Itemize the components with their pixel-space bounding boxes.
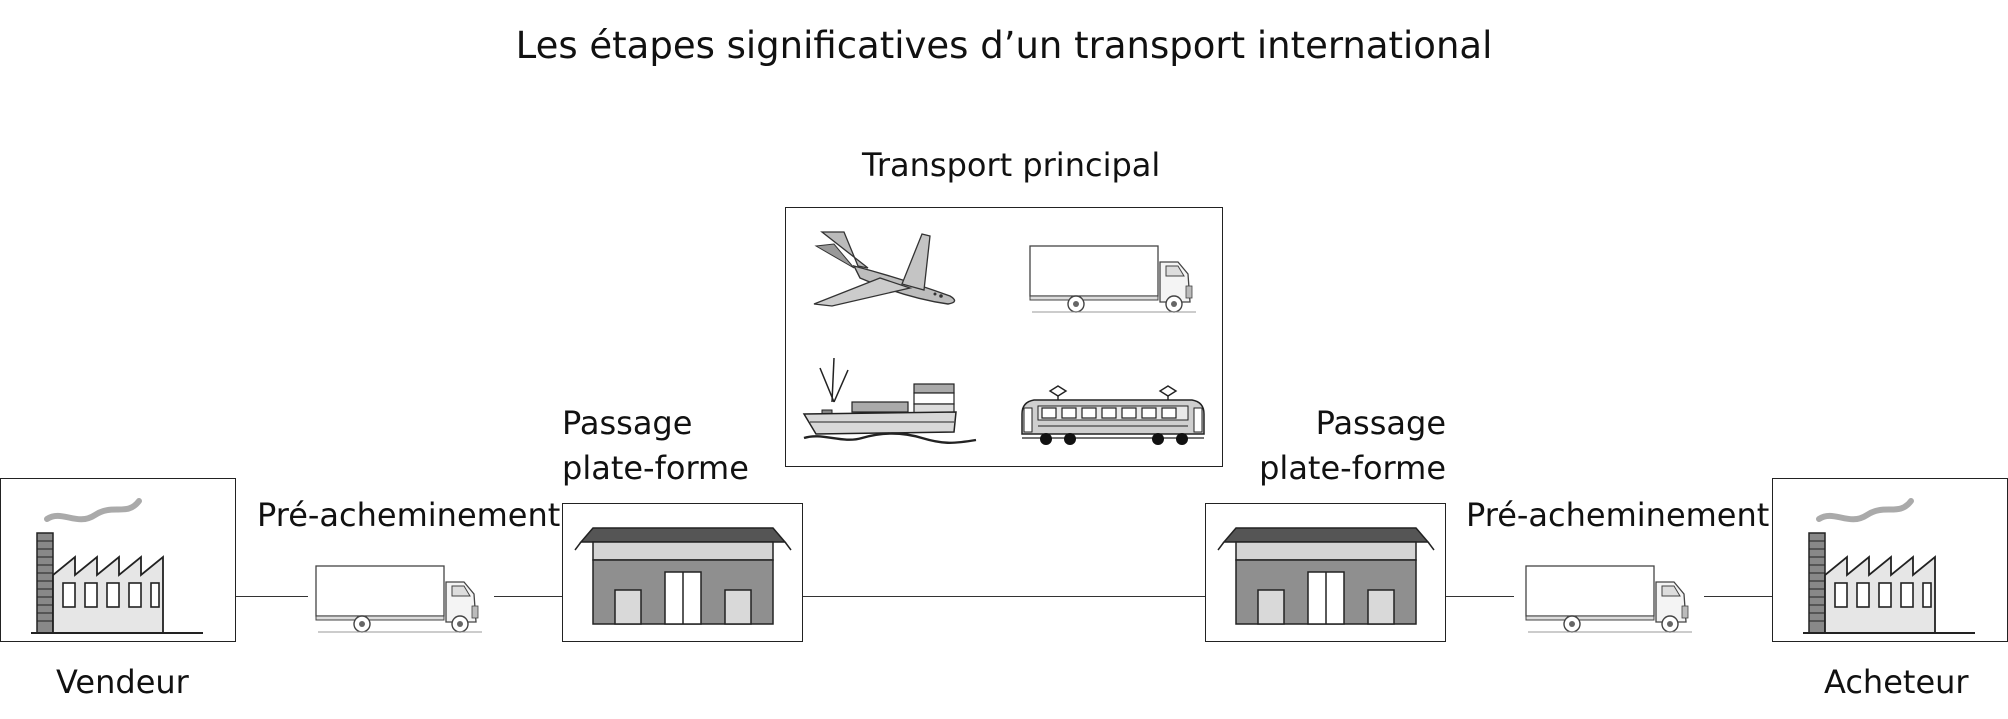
- platform-right-box: [1205, 503, 1446, 642]
- connector-line: [1704, 596, 1772, 597]
- main-transport-box: [785, 207, 1223, 467]
- warehouse-icon: [1216, 520, 1436, 630]
- platform-left-box: [562, 503, 803, 642]
- connector-line: [494, 596, 562, 597]
- tram-icon: [1018, 384, 1208, 448]
- seller-box: [0, 478, 236, 642]
- connector-line: [803, 596, 1205, 597]
- platform-left-label-line2: plate-forme: [562, 449, 749, 487]
- diagram-title: Les étapes significatives d’un transport…: [515, 24, 1493, 67]
- buyer-box: [1772, 478, 2008, 642]
- connector-line: [1446, 596, 1514, 597]
- platform-right-label-line1: Passage: [1315, 404, 1446, 442]
- truck-icon: [314, 562, 484, 634]
- factory-icon: [27, 487, 207, 637]
- platform-right-label-line2: plate-forme: [1259, 449, 1446, 487]
- platform-left-label-line1: Passage: [562, 404, 693, 442]
- main-transport-label: Transport principal: [862, 146, 1161, 184]
- truck-icon: [1028, 242, 1198, 314]
- truck-icon: [1524, 562, 1694, 634]
- airplane-icon: [810, 226, 970, 316]
- seller-label: Vendeur: [56, 663, 189, 701]
- pre-carriage-right-label: Pré-acheminement: [1466, 496, 1770, 534]
- ship-icon: [802, 354, 982, 444]
- warehouse-icon: [573, 520, 793, 630]
- pre-carriage-left-label: Pré-acheminement: [257, 496, 561, 534]
- factory-icon: [1799, 487, 1979, 637]
- buyer-label: Acheteur: [1824, 663, 1969, 701]
- connector-line: [236, 596, 308, 597]
